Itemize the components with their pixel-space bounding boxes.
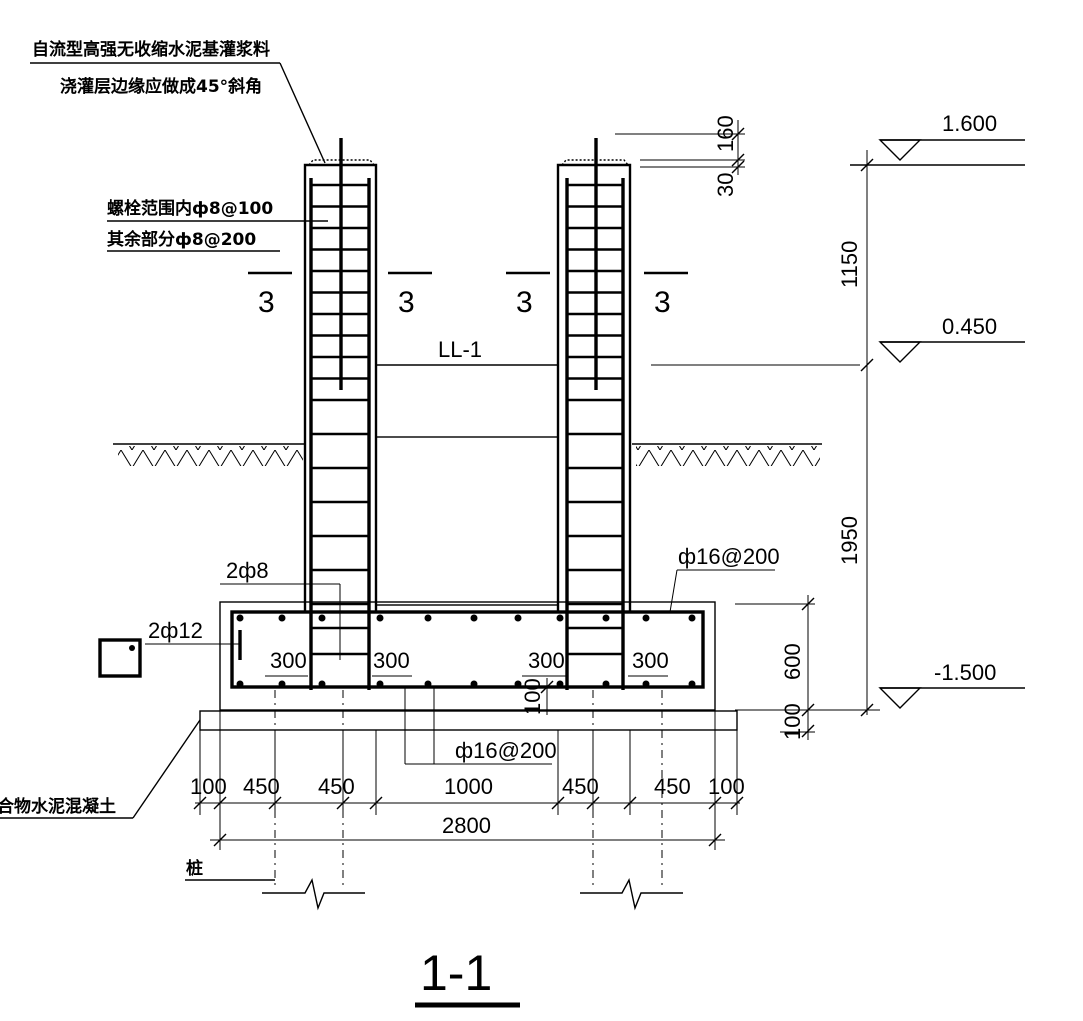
dim-cushion-thickness: 100 xyxy=(780,703,805,740)
dim-tick xyxy=(586,796,600,810)
elevation-middle: 0.450 xyxy=(878,314,1025,363)
elevation-bottom: -1.500 xyxy=(735,660,1025,711)
top-rebar-dot xyxy=(376,614,384,622)
section-mark-1: 3 xyxy=(258,286,275,319)
elevation-top: 1.600 xyxy=(850,111,1025,166)
right-pedestal xyxy=(556,138,632,690)
dim-seg-3: 450 xyxy=(318,774,355,799)
note-chamfer: 浇灌层边缘应做成45°斜角 xyxy=(60,76,262,97)
bottom-rebar-dot xyxy=(642,680,650,688)
dim-upper-height: 1150 xyxy=(837,241,862,288)
note-pile: 桩 xyxy=(186,858,203,879)
top-rebar-dot xyxy=(602,614,610,622)
top-rebar-dot xyxy=(278,614,286,622)
top-rebar-dot xyxy=(642,614,650,622)
drawing-title: 1-1 xyxy=(420,945,492,1001)
top-rebar-dot xyxy=(318,614,326,622)
section-mark-4: 3 xyxy=(654,286,671,319)
cushion-leader xyxy=(0,719,275,881)
dim-tick xyxy=(213,833,227,847)
elevation-top-label: 1.600 xyxy=(942,111,997,136)
elevation-bottom-label: -1.500 xyxy=(934,660,996,685)
label-corner-bars: 2ф12 xyxy=(148,618,203,643)
dim-tick xyxy=(213,796,227,810)
dim-embed-right-2: 300 xyxy=(632,648,669,673)
bottom-rebar-dot xyxy=(556,680,564,688)
dim-seg-4: 1000 xyxy=(444,774,493,799)
beam-label: LL-1 xyxy=(438,337,482,362)
ground-left xyxy=(113,443,305,466)
corner-bar-symbol xyxy=(98,638,142,678)
dim-embed-right-1: 300 xyxy=(528,648,565,673)
dim-tick xyxy=(708,796,722,810)
section-mark-2: 3 xyxy=(398,286,415,319)
dim-seg-5: 450 xyxy=(562,774,599,799)
bottom-rebar-dot xyxy=(376,680,384,688)
rebar-leaders xyxy=(145,569,775,765)
top-rebar-dot xyxy=(236,614,244,622)
dim-seg-1: 100 xyxy=(190,774,227,799)
dim-top-gap: 30 xyxy=(713,173,738,197)
label-top-rebar: ф16@200 xyxy=(678,544,780,569)
dim-seg-7: 100 xyxy=(708,774,745,799)
label-hanger-bars: 2ф8 xyxy=(226,558,269,583)
pile-right xyxy=(580,690,683,911)
label-bottom-rebar: ф16@200 xyxy=(455,738,557,763)
vertical-dims xyxy=(540,120,874,740)
stirrup-group xyxy=(311,183,623,656)
top-rebar-dot xyxy=(688,614,696,622)
bottom-rebar-dot xyxy=(424,680,432,688)
elevation-middle-label: 0.450 xyxy=(942,314,997,339)
horizontal-dims xyxy=(193,710,744,850)
bottom-rebar-dot xyxy=(470,680,478,688)
dim-seg-6: 450 xyxy=(654,774,691,799)
bottom-rebar-dot xyxy=(514,680,522,688)
dim-tick xyxy=(623,796,637,810)
dim-top-protrusion: 160 xyxy=(713,115,738,152)
bottom-rebar-dot xyxy=(236,680,244,688)
top-rebar-dot xyxy=(424,614,432,622)
dim-tick xyxy=(268,796,282,810)
ground-right xyxy=(632,443,822,466)
dim-tick xyxy=(193,796,207,810)
pile-left xyxy=(262,690,365,911)
note-stirrup-bolt: 螺栓范围内ф8@100 xyxy=(107,198,273,219)
bottom-rebar-dot xyxy=(278,680,286,688)
dim-embed-left-1: 300 xyxy=(270,648,307,673)
bottom-rebar-dot xyxy=(318,680,326,688)
dim-tick xyxy=(369,796,383,810)
dim-footing-height: 600 xyxy=(780,643,805,680)
bottom-rebar-dot xyxy=(602,680,610,688)
note-cushion: 聚合物水泥混凝土 xyxy=(0,796,116,817)
dim-tick xyxy=(730,796,744,810)
note-grout: 自流型高强无收缩水泥基灌浆料 xyxy=(32,39,270,60)
top-rebar-dot xyxy=(514,614,522,622)
dim-lower-height: 1950 xyxy=(837,516,862,565)
tie-beam xyxy=(375,364,860,606)
dim-total-width: 2800 xyxy=(442,813,491,838)
dim-tick xyxy=(708,833,722,847)
section-mark-3: 3 xyxy=(516,286,533,319)
bottom-rebar-dot xyxy=(688,680,696,688)
dim-tick xyxy=(336,796,350,810)
dim-embed-left-2: 300 xyxy=(373,648,410,673)
dim-tick xyxy=(551,796,565,810)
note-leaders xyxy=(30,62,328,252)
dim-bottom-cover: 100 xyxy=(520,678,545,715)
top-rebar-dot xyxy=(470,614,478,622)
top-rebar-dot xyxy=(556,614,564,622)
note-stirrup-rest: 其余部分ф8@200 xyxy=(107,229,256,250)
rebar-dots xyxy=(236,614,696,688)
dim-seg-2: 450 xyxy=(243,774,280,799)
